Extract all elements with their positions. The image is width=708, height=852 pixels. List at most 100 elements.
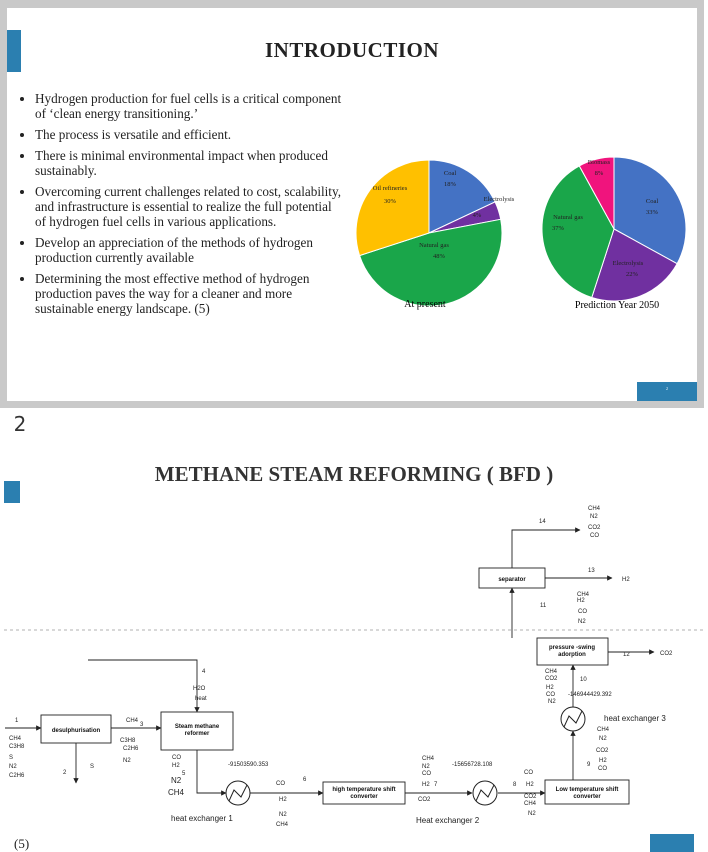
slice-value-label: 33% <box>646 209 659 216</box>
block-label: high temperature shift <box>332 787 395 793</box>
stream-number: 7 <box>434 782 438 788</box>
component-label: CO <box>276 781 285 787</box>
steam-methane-reformer-block <box>160 711 234 751</box>
component-label: H2 <box>526 782 534 788</box>
pressure-swing-adsorption-block <box>536 637 609 666</box>
chart-title-present: At present <box>404 299 446 310</box>
bullet-list: Hydrogen production for fuel cells is a … <box>17 91 345 322</box>
stream-number: 5 <box>182 771 186 777</box>
slice-value-label: 4% <box>473 212 482 219</box>
stream-number: 6 <box>303 777 307 783</box>
stream-line <box>196 750 227 796</box>
heat-exchanger-icon <box>560 706 586 732</box>
block-label: Low temperature shift <box>556 787 619 793</box>
component-label: CO2 <box>418 797 431 803</box>
slide-1: INTRODUCTION Hydrogen production for fue… <box>7 8 697 401</box>
slice-value-label: 18% <box>444 181 457 188</box>
block-label: desulphurisation <box>52 728 101 734</box>
heat-exchanger-label: heat exchanger 1 <box>171 814 233 823</box>
desulphurisation-block <box>40 714 112 744</box>
component-label: CH4 <box>545 669 558 675</box>
block-label: pressure -swing <box>549 645 595 651</box>
slice-label: Coal <box>646 198 658 205</box>
slice-label: Electrolysis <box>484 196 515 203</box>
heat-exchanger-label: Heat exchanger 2 <box>416 816 480 825</box>
pie-slice <box>591 228 678 302</box>
component-label: N2 <box>599 736 607 742</box>
stream-number: 12 <box>623 652 630 658</box>
stream-number: 8 <box>513 782 517 788</box>
component-label: S <box>9 755 13 761</box>
component-label: N2 <box>123 758 131 764</box>
component-label: heat <box>195 696 207 702</box>
component-label: CH4 <box>422 756 435 762</box>
stream-line <box>88 659 200 713</box>
component-label: CO <box>546 692 555 698</box>
component-label: N2 <box>422 764 430 770</box>
pie-slice <box>358 218 503 307</box>
heat-exchanger-icon <box>225 780 251 806</box>
component-label: CO <box>422 771 431 777</box>
slice-value-label: 30% <box>384 198 397 205</box>
component-label: H2 <box>599 758 607 764</box>
bullet-item: Hydrogen production for fuel cells is a … <box>35 91 345 121</box>
block-label: adorption <box>558 652 586 658</box>
slice-value-label: 37% <box>552 225 565 232</box>
component-label: H2 <box>622 577 630 583</box>
component-label: CO <box>590 533 599 539</box>
slide-number-badge: 2 <box>637 382 697 401</box>
component-label: CH4 <box>276 822 289 828</box>
component-label: N2 <box>171 776 182 785</box>
stream-number: 14 <box>539 519 546 525</box>
separator-block <box>478 567 546 589</box>
component-label: CH4 <box>577 592 590 598</box>
component-label: H2 <box>577 598 585 604</box>
stream-number: 11 <box>540 603 547 609</box>
component-label: CO2 <box>524 794 537 800</box>
component-label: H2O <box>193 686 206 692</box>
heat-exchanger-icon <box>472 780 498 806</box>
slice-label: Electrolysis <box>613 260 644 267</box>
slide-accent-bar <box>4 481 20 503</box>
component-label: CO2 <box>545 676 558 682</box>
high-temperature-shift-converter-block <box>322 781 406 805</box>
component-label: CH4 <box>168 788 185 797</box>
component-label: H2 <box>279 797 287 803</box>
bullet-item: The process is versatile and efficient. <box>35 127 345 142</box>
component-label: CO2 <box>588 525 601 531</box>
slice-label: Natural gas <box>419 242 449 249</box>
heat-duty: -15656728.108 <box>452 762 493 768</box>
component-label: CO <box>524 770 533 776</box>
page-number: 2 <box>13 412 27 436</box>
slice-label: Coal <box>444 170 456 177</box>
block-label: reformer <box>185 731 210 737</box>
component-label: N2 <box>578 619 586 625</box>
pie-slice <box>541 165 615 299</box>
bullet-item: Develop an appreciation of the methods o… <box>35 235 345 265</box>
component-label: C3H8 <box>9 744 25 750</box>
stream-number: 3 <box>140 722 144 728</box>
component-label: C2H6 <box>9 773 25 779</box>
slide-title: INTRODUCTION <box>264 38 440 62</box>
component-label: N2 <box>9 764 17 770</box>
block-label: converter <box>573 794 601 800</box>
component-label: CH4 <box>9 736 22 742</box>
low-temperature-shift-converter-block <box>544 779 630 805</box>
reference-note: (5) <box>14 836 30 851</box>
block-label: converter <box>350 794 378 800</box>
pie-slice <box>613 156 687 265</box>
component-label: H2 <box>422 782 430 788</box>
component-label: CO2 <box>660 651 673 657</box>
component-label: CH4 <box>588 506 601 512</box>
component-label: N2 <box>548 699 556 705</box>
bullet-item: There is minimal environmental impact wh… <box>35 148 345 178</box>
stream-number: 10 <box>580 677 587 683</box>
chart-title-2050: Prediction Year 2050 <box>575 300 659 311</box>
slide-number-badge <box>650 834 694 852</box>
component-label: CO <box>578 609 587 615</box>
slice-label: Oil refineries <box>373 185 408 192</box>
block-label: separator <box>498 577 526 583</box>
component-label: CH4 <box>126 718 139 724</box>
